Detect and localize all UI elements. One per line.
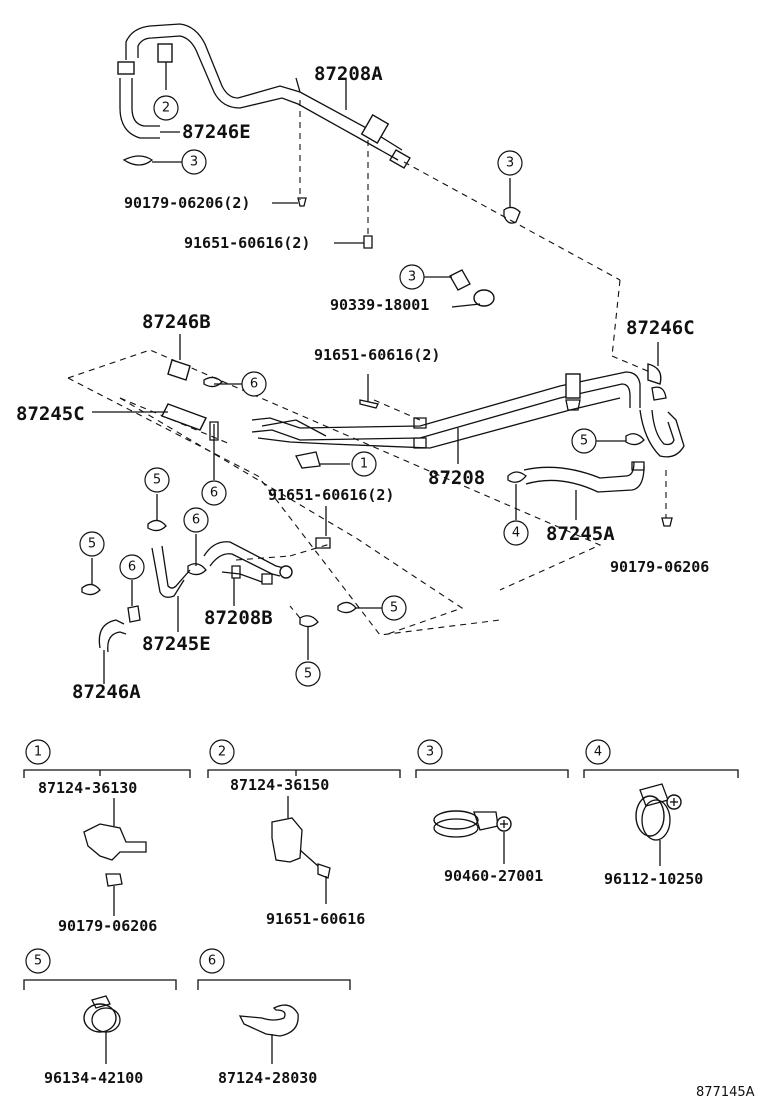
- label-91651-60616-2-low: 91651-60616(2): [268, 486, 394, 504]
- callout-3-top-right: 3: [497, 150, 523, 176]
- svg-text:5: 5: [34, 954, 42, 969]
- callout-5-a: 5: [571, 428, 597, 454]
- legend-5-part: 96134-42100: [44, 1069, 143, 1087]
- label-87208B: 87208B: [204, 607, 273, 629]
- svg-text:3: 3: [190, 155, 198, 170]
- callout-5-c: 5: [79, 531, 105, 557]
- label-90179-06206-2: 90179-06206(2): [124, 194, 250, 212]
- callout-3-top-left: 3: [181, 149, 207, 175]
- label-91651-60616-2-top: 91651-60616(2): [184, 234, 310, 252]
- svg-text:3: 3: [426, 745, 434, 760]
- callout-2: 2: [153, 95, 179, 121]
- label-90339-18001: 90339-18001: [330, 296, 429, 314]
- label-91651-60616-2-mid: 91651-60616(2): [314, 346, 440, 364]
- callout-6-a: 6: [241, 371, 267, 397]
- svg-text:5: 5: [304, 667, 312, 682]
- label-87245C: 87245C: [16, 403, 85, 425]
- legend-2-part-b: 91651-60616: [266, 910, 365, 928]
- legend-item-5: 5 96134-42100: [23, 948, 177, 1087]
- legend-6-part: 87124-28030: [218, 1069, 317, 1087]
- legend-4-part: 96112-10250: [604, 870, 703, 888]
- label-87246C: 87246C: [626, 317, 695, 339]
- legend-item-2: 2 87124-36150 91651-60616: [207, 739, 401, 928]
- svg-text:5: 5: [88, 537, 96, 552]
- svg-text:1: 1: [360, 457, 368, 472]
- callout-5-b: 5: [144, 467, 170, 493]
- legend-item-4: 4 96112-10250: [583, 739, 739, 888]
- svg-text:3: 3: [408, 270, 416, 285]
- svg-text:2: 2: [218, 745, 226, 760]
- label-87245A: 87245A: [546, 523, 615, 545]
- callout-4: 4: [503, 520, 529, 546]
- callout-5-d: 5: [381, 595, 407, 621]
- label-87246A: 87246A: [72, 681, 141, 703]
- callout-5-e: 5: [295, 661, 321, 687]
- label-87208A: 87208A: [314, 63, 383, 85]
- label-87246B: 87246B: [142, 311, 211, 333]
- svg-text:4: 4: [594, 745, 602, 760]
- callout-1: 1: [351, 451, 377, 477]
- legend-item-3: 3 90460-27001: [415, 739, 569, 885]
- legend-2-part-a: 87124-36150: [230, 776, 329, 794]
- legend-1-part-b: 90179-06206: [58, 917, 157, 935]
- hose-87246C: [639, 363, 685, 458]
- callout-6-d: 6: [119, 554, 145, 580]
- pipe-87208B: [203, 541, 293, 585]
- figure-id: 877145A: [696, 1085, 755, 1100]
- callout-6-c: 6: [183, 507, 209, 533]
- svg-text:6: 6: [250, 377, 258, 392]
- svg-text:5: 5: [580, 434, 588, 449]
- pipe-87208: [251, 371, 641, 449]
- svg-text:4: 4: [512, 526, 520, 541]
- svg-text:6: 6: [210, 486, 218, 501]
- hose-87208A-group: [117, 23, 411, 169]
- svg-text:6: 6: [128, 560, 136, 575]
- svg-text:5: 5: [390, 601, 398, 616]
- svg-text:2: 2: [162, 101, 170, 116]
- svg-text:3: 3: [506, 156, 514, 171]
- label-87208: 87208: [428, 467, 485, 489]
- label-87246E: 87246E: [182, 121, 251, 143]
- legend-3-part: 90460-27001: [444, 867, 543, 885]
- legend-1-part-a: 87124-36130: [38, 779, 137, 797]
- hose-87245A: [523, 461, 645, 493]
- svg-text:6: 6: [208, 954, 216, 969]
- hose-87246B: [167, 359, 191, 381]
- svg-text:1: 1: [34, 745, 42, 760]
- legend-item-6: 6 87124-28030: [197, 948, 351, 1087]
- label-87245E: 87245E: [142, 633, 211, 655]
- label-90179-06206: 90179-06206: [610, 558, 709, 576]
- svg-text:5: 5: [153, 473, 161, 488]
- callout-3-mid: 3: [399, 264, 425, 290]
- svg-text:6: 6: [192, 513, 200, 528]
- legend-item-1: 1 87124-36130 90179-06206: [23, 739, 191, 935]
- callout-6-b: 6: [201, 480, 227, 506]
